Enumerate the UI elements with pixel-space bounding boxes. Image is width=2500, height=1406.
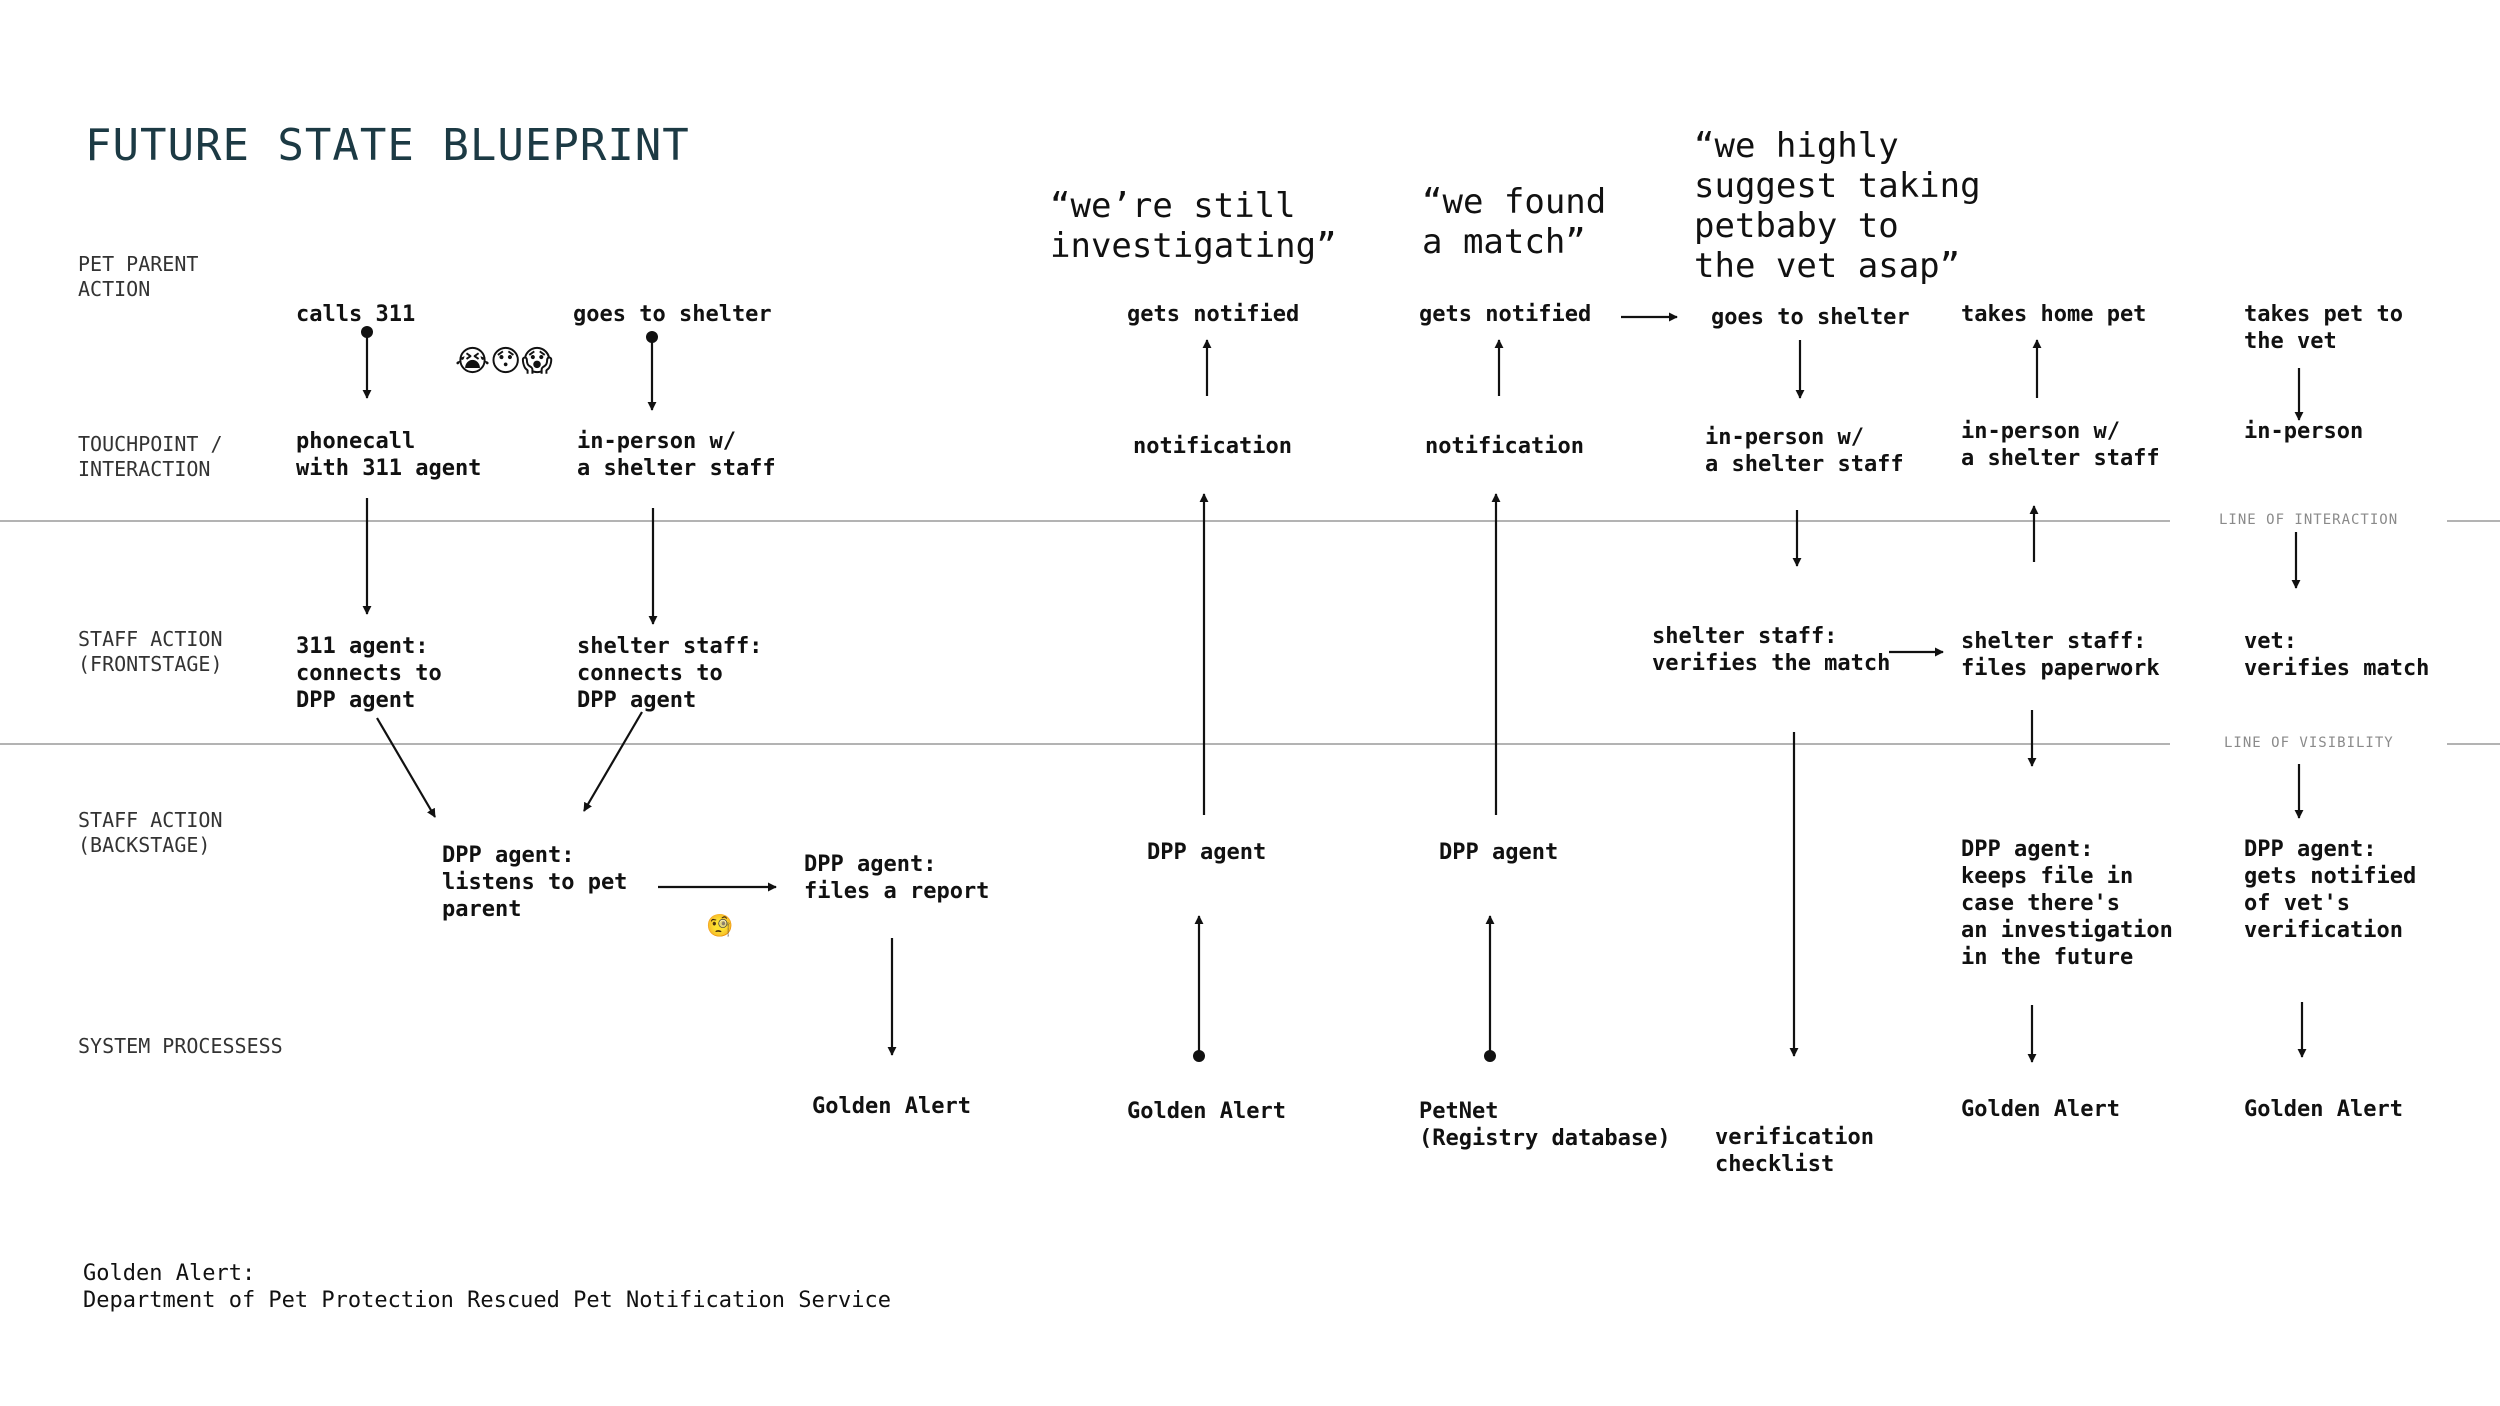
- node-verification-checklist: verification checklist: [1715, 1125, 1874, 1177]
- node-in-person-4: in-person: [2244, 419, 2364, 444]
- node-in-person-1: in-person w/ a shelter staff: [577, 429, 776, 481]
- node-dpp-vet-notified: DPP agent: gets notified of vet's verifi…: [2244, 837, 2417, 943]
- node-takes-pet-to-vet: takes pet to the vet: [2244, 302, 2403, 354]
- node-golden-alert-2: Golden Alert: [1127, 1099, 1286, 1124]
- node-in-person-2: in-person w/ a shelter staff: [1705, 425, 1904, 477]
- node-dpp-keeps-file: DPP agent: keeps file in case there's an…: [1961, 837, 2173, 970]
- node-calls-311: calls 311: [296, 302, 416, 327]
- node-dpp-files-report: DPP agent: files a report: [804, 852, 990, 904]
- node-shelter-staff-connects: shelter staff: connects to DPP agent: [577, 634, 763, 713]
- lane-label-system: SYSTEM PROCESSESS: [78, 1034, 283, 1058]
- quote-investigating: “we’re still investigating”: [1050, 186, 1337, 266]
- node-golden-alert-3: Golden Alert: [1961, 1097, 2120, 1122]
- node-gets-notified-2: gets notified: [1419, 302, 1592, 327]
- lane-label-pet-parent: PET PARENT ACTION: [78, 252, 199, 301]
- emotion-thinking-icon: 🧐: [706, 914, 734, 939]
- line-of-interaction-label: LINE OF INTERACTION: [2219, 512, 2399, 528]
- node-shelter-staff-verifies: shelter staff: verifies the match: [1652, 624, 1891, 676]
- emotion-worried-icon: 😭😯😱: [455, 344, 553, 379]
- node-dpp-agent-1: DPP agent: [1147, 840, 1267, 865]
- node-petnet: PetNet (Registry database): [1419, 1099, 1671, 1151]
- arrow-shelter-staff-to-dpp: [583, 711, 643, 812]
- node-takes-home-pet: takes home pet: [1961, 302, 2147, 327]
- footnote-golden-alert: Golden Alert: Department of Pet Protecti…: [83, 1261, 891, 1313]
- node-311-agent: 311 agent: connects to DPP agent: [296, 634, 442, 713]
- node-gets-notified-1: gets notified: [1127, 302, 1300, 327]
- lane-label-frontstage: STAFF ACTION (FRONTSTAGE): [78, 627, 223, 676]
- node-in-person-3: in-person w/ a shelter staff: [1961, 419, 2160, 471]
- node-phonecall: phonecall with 311 agent: [296, 429, 482, 481]
- node-golden-alert-4: Golden Alert: [2244, 1097, 2403, 1122]
- node-notification-1: notification: [1133, 434, 1292, 459]
- quote-found-match: “we found a match”: [1422, 182, 1607, 262]
- quote-vet: “we highly suggest taking petbaby to the…: [1694, 126, 1981, 286]
- lane-label-backstage: STAFF ACTION (BACKSTAGE): [78, 808, 223, 857]
- node-goes-to-shelter-1: goes to shelter: [573, 302, 772, 327]
- node-dpp-listens: DPP agent: listens to pet parent: [442, 843, 628, 922]
- node-notification-2: notification: [1425, 434, 1584, 459]
- node-goes-to-shelter-2: goes to shelter: [1711, 305, 1910, 330]
- lane-label-touchpoint: TOUCHPOINT / INTERACTION: [78, 432, 223, 481]
- node-golden-alert-1: Golden Alert: [812, 1094, 971, 1119]
- node-dpp-agent-2: DPP agent: [1439, 840, 1559, 865]
- node-shelter-staff-files: shelter staff: files paperwork: [1961, 629, 2160, 681]
- node-vet-verifies: vet: verifies match: [2244, 629, 2430, 681]
- arrow-311-agent-to-dpp: [376, 717, 436, 818]
- line-of-visibility-label: LINE OF VISIBILITY: [2224, 735, 2394, 751]
- page-title: FUTURE STATE BLUEPRINT: [85, 120, 690, 171]
